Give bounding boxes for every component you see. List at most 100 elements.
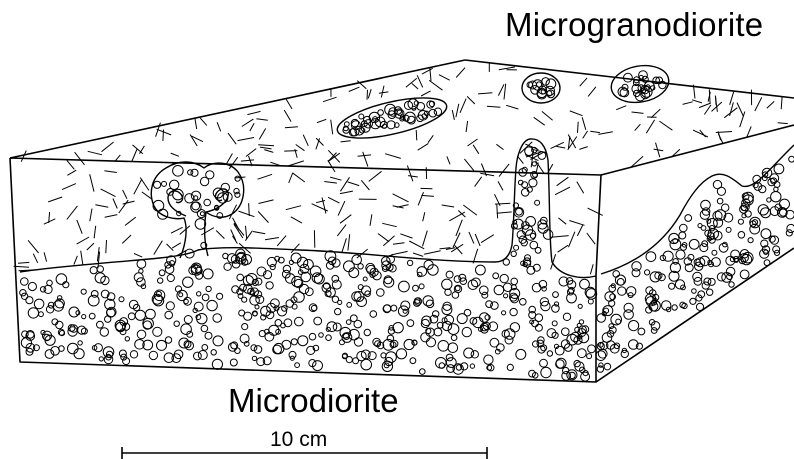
enclave-bubble bbox=[472, 278, 481, 287]
enclave-bubble bbox=[468, 280, 478, 290]
mineral-dash bbox=[291, 217, 302, 223]
enclave-bubble bbox=[68, 343, 79, 354]
front-face-edge bbox=[10, 158, 601, 382]
mineral-dash bbox=[469, 232, 474, 244]
enclave-bubble bbox=[183, 277, 193, 287]
mineral-dash bbox=[349, 87, 360, 91]
enclave-bubble bbox=[649, 320, 655, 326]
enclave-bubble bbox=[408, 99, 418, 109]
enclave-bubble bbox=[645, 270, 650, 275]
enclave-bubble bbox=[563, 313, 570, 320]
mineral-dash bbox=[683, 102, 693, 105]
mineral-dash bbox=[442, 205, 454, 207]
enclave-bubble bbox=[157, 340, 167, 350]
enclave-bubble bbox=[358, 264, 363, 269]
enclave-bubble bbox=[700, 244, 708, 252]
mineral-dash bbox=[292, 173, 304, 182]
enclave-bubble bbox=[771, 192, 781, 202]
contact-line-front bbox=[20, 139, 596, 278]
mineral-dash bbox=[718, 134, 723, 144]
enclave-bubble bbox=[81, 289, 86, 294]
mineral-dash bbox=[367, 90, 368, 100]
enclave-top-right bbox=[608, 61, 671, 107]
enclave-bubble bbox=[82, 315, 86, 319]
enclave-bubble bbox=[244, 312, 252, 320]
enclave-bubble bbox=[429, 109, 437, 117]
mineral-dash bbox=[475, 234, 480, 246]
enclave-bubble bbox=[194, 302, 203, 311]
mineral-dash bbox=[154, 241, 163, 255]
enclave-bubble bbox=[774, 164, 784, 174]
enclave-bubble bbox=[502, 311, 506, 315]
mineral-dash bbox=[247, 111, 260, 114]
mineral-dash bbox=[312, 204, 328, 211]
mineral-dash bbox=[370, 214, 372, 226]
mineral-dash bbox=[407, 166, 413, 182]
enclave-bubble bbox=[588, 345, 596, 353]
enclave-bubble bbox=[99, 357, 103, 361]
top-right-edge bbox=[465, 60, 794, 98]
mineral-dash bbox=[570, 111, 583, 116]
enclave-bubble bbox=[507, 364, 513, 370]
enclave-bubble bbox=[638, 328, 645, 335]
enclave-bubble bbox=[28, 282, 36, 290]
enclave-bubble bbox=[789, 156, 794, 162]
mineral-dash bbox=[579, 147, 587, 150]
top-back-edge bbox=[10, 60, 465, 158]
mineral-dash bbox=[499, 164, 509, 177]
enclave-bubble bbox=[547, 329, 556, 338]
enclave-bubble bbox=[692, 289, 697, 294]
enclave-bubble bbox=[344, 261, 355, 272]
enclave-bubble bbox=[672, 305, 677, 310]
enclave-bubble bbox=[577, 349, 586, 358]
mineral-dash bbox=[217, 122, 221, 131]
enclave-bubble bbox=[462, 327, 471, 336]
enclave-bubble bbox=[46, 306, 53, 313]
enclave-bubble bbox=[541, 367, 551, 377]
enclave-bubble bbox=[319, 333, 324, 338]
mineral-dash bbox=[87, 243, 94, 250]
mineral-dash bbox=[18, 262, 29, 263]
enclave-bubble bbox=[370, 311, 377, 318]
enclave-bubble bbox=[480, 313, 490, 323]
enclave-bubble bbox=[389, 108, 397, 116]
mineral-dash bbox=[113, 199, 117, 209]
mineral-dash bbox=[580, 78, 587, 86]
mineral-dash bbox=[284, 110, 291, 122]
mineral-dash bbox=[480, 173, 494, 176]
mineral-dash bbox=[361, 180, 369, 190]
enclave-bubble bbox=[221, 183, 229, 191]
enclave-bubble bbox=[471, 351, 478, 358]
mineral-dash bbox=[104, 171, 116, 173]
enclave-bubble bbox=[629, 321, 639, 331]
mineral-dash bbox=[241, 160, 254, 161]
enclave-bubble bbox=[731, 250, 740, 259]
mineral-dash bbox=[408, 176, 418, 177]
enclave-bubble bbox=[282, 340, 291, 349]
enclave-bubble bbox=[181, 324, 192, 335]
mineral-dash bbox=[569, 232, 575, 248]
enclave-bubble bbox=[563, 367, 569, 373]
enclave-bubble bbox=[139, 269, 143, 273]
enclave-bubble bbox=[540, 359, 548, 367]
mineral-dash bbox=[475, 177, 482, 187]
enclave-bubble bbox=[420, 369, 426, 375]
enclave-bubble bbox=[44, 285, 52, 293]
mineral-dash bbox=[95, 205, 108, 208]
enclave-bubble bbox=[740, 270, 749, 279]
mineral-dash bbox=[635, 124, 641, 130]
enclave-bubble bbox=[542, 287, 547, 292]
mineral-dash bbox=[421, 195, 434, 196]
mineral-dash bbox=[200, 118, 207, 126]
enclave-bubble bbox=[44, 334, 50, 340]
mineral-dash bbox=[171, 153, 179, 156]
enclave-bubble bbox=[347, 303, 352, 308]
mineral-dash bbox=[264, 150, 273, 153]
mineral-dash bbox=[651, 109, 660, 118]
enclave-bubble bbox=[396, 349, 406, 359]
mineral-dash bbox=[555, 187, 570, 195]
enclave-bubble bbox=[350, 315, 357, 322]
mineral-dash bbox=[498, 84, 504, 95]
enclave-bubble bbox=[553, 292, 559, 298]
mineral-dash bbox=[542, 111, 553, 120]
